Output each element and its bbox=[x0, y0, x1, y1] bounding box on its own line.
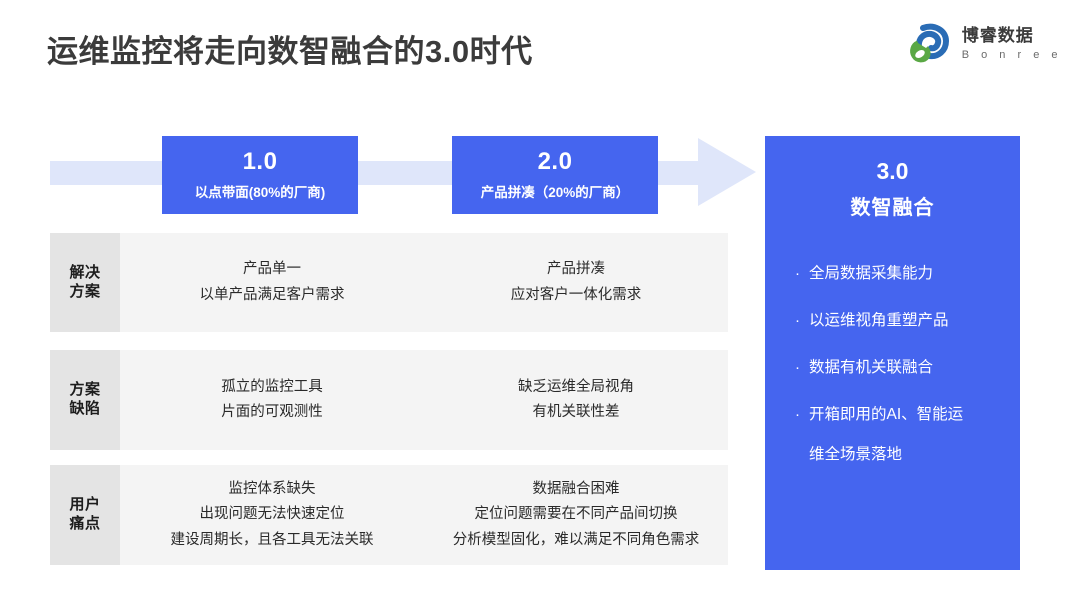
list-item-label: 全局数据采集能力 bbox=[809, 265, 934, 282]
cell-line: 有机关联性差 bbox=[532, 404, 620, 420]
row-cells: 孤立的监控工具 片面的可观测性 缺乏运维全局视角 有机关联性差 bbox=[120, 350, 728, 450]
cell-stage1-solution: 产品单一 以单产品满足客户需求 bbox=[120, 233, 424, 332]
list-item-label: 以运维视角重塑产品 bbox=[809, 312, 949, 330]
list-item: · 全局数据采集能力 bbox=[795, 264, 1004, 284]
stage-1-subtitle: 以点带面(80%的厂商) bbox=[194, 184, 326, 200]
stage-2-number: 2.0 bbox=[537, 148, 573, 176]
cell-stage1-drawback: 孤立的监控工具 片面的可观测性 bbox=[120, 350, 424, 450]
cell-line: 建设周期长，且各工具无法关联 bbox=[170, 531, 374, 548]
bullet-icon: · bbox=[795, 265, 800, 282]
cell-line: 缺乏运维全局视角 bbox=[518, 378, 634, 395]
stage-box-2[interactable]: 2.0 产品拼凑（20%的厂商） bbox=[452, 136, 658, 214]
cell-line: 应对客户一体化需求 bbox=[510, 286, 642, 303]
cell-stage2-solution: 产品拼凑 应对客户一体化需求 bbox=[424, 233, 728, 332]
row-label-painpoint: 用户痛点 bbox=[50, 465, 120, 565]
evolution-arrow-head-icon bbox=[698, 138, 756, 206]
cell-stage2-drawback: 缺乏运维全局视角 有机关联性差 bbox=[424, 350, 728, 450]
row-label-text: 解决方案 bbox=[69, 263, 101, 300]
list-item: · 数据有机关联融合 bbox=[795, 358, 1004, 378]
comparison-row: 方案缺陷 孤立的监控工具 片面的可观测性 缺乏运维全局视角 有机关联性差 bbox=[50, 350, 728, 450]
row-label-text: 方案缺陷 bbox=[69, 381, 101, 417]
list-item: · 开箱即用的AI、智能运 维全场景落地 bbox=[795, 405, 1004, 464]
cell-line: 片面的可观测性 bbox=[221, 404, 323, 420]
stage-box-1[interactable]: 1.0 以点带面(80%的厂商) bbox=[162, 136, 358, 214]
stage-3-feature-list: · 全局数据采集能力 · 以运维视角重塑产品 · 数据有机关联融合 · 开箱即用… bbox=[795, 264, 1004, 492]
page-title: 运维监控将走向数智融合的3.0时代 bbox=[47, 34, 533, 69]
stage-2-subtitle: 产品拼凑（20%的厂商） bbox=[480, 184, 630, 200]
bullet-icon: · bbox=[795, 406, 800, 424]
stage-3-header: 3.0 数智融合 bbox=[765, 158, 1020, 220]
cell-line: 产品拼凑 bbox=[547, 261, 605, 278]
stage-3-subtitle: 数智融合 bbox=[850, 196, 935, 219]
bullet-icon: · bbox=[795, 312, 800, 330]
list-item: · 以运维视角重塑产品 bbox=[795, 311, 1004, 331]
row-cells: 监控体系缺失 出现问题无法快速定位 建设周期长，且各工具无法关联 数据融合困难 … bbox=[120, 465, 728, 565]
cell-stage1-painpoint: 监控体系缺失 出现问题无法快速定位 建设周期长，且各工具无法关联 bbox=[120, 465, 424, 565]
comparison-row: 用户痛点 监控体系缺失 出现问题无法快速定位 建设周期长，且各工具无法关联 数据… bbox=[50, 465, 728, 565]
list-item-line-1: 开箱即用的AI、智能运 bbox=[809, 406, 964, 424]
cell-line: 以单产品满足客户需求 bbox=[199, 286, 345, 303]
comparison-row: 解决方案 产品单一 以单产品满足客户需求 产品拼凑 应对客户一体化需求 bbox=[50, 233, 728, 332]
brand-logo: 博睿数据 B o n r e e bbox=[909, 22, 1062, 66]
cell-line: 定位问题需要在不同产品间切换 bbox=[474, 506, 678, 523]
cell-line: 产品单一 bbox=[243, 261, 301, 278]
cell-line: 出现问题无法快速定位 bbox=[199, 506, 345, 523]
logo-wordmark: 博睿数据 B o n r e e bbox=[962, 27, 1062, 61]
cell-line: 监控体系缺失 bbox=[228, 480, 316, 497]
row-cells: 产品单一 以单产品满足客户需求 产品拼凑 应对客户一体化需求 bbox=[120, 233, 728, 332]
cell-line: 孤立的监控工具 bbox=[221, 378, 323, 395]
logo-name-en: B o n r e e bbox=[961, 49, 1062, 61]
list-item-line-2: 维全场景落地 bbox=[809, 445, 903, 463]
row-label-solution: 解决方案 bbox=[50, 233, 120, 332]
list-item-label: 开箱即用的AI、智能运 维全场景落地 bbox=[809, 405, 1004, 464]
row-label-text: 用户痛点 bbox=[69, 496, 101, 532]
cell-line: 数据融合困难 bbox=[532, 480, 620, 497]
cell-line: 分析模型固化，难以满足不同角色需求 bbox=[452, 531, 700, 548]
stage-1-number: 1.0 bbox=[242, 148, 278, 176]
cell-stage2-painpoint: 数据融合困难 定位问题需要在不同产品间切换 分析模型固化，难以满足不同角色需求 bbox=[424, 465, 728, 565]
stage-panel-3[interactable]: 3.0 数智融合 · 全局数据采集能力 · 以运维视角重塑产品 · 数据有机关联… bbox=[765, 136, 1020, 570]
row-label-drawback: 方案缺陷 bbox=[50, 350, 120, 450]
logo-name-cn: 博睿数据 bbox=[961, 26, 1034, 45]
bonree-logo-icon bbox=[909, 22, 953, 66]
list-item-label: 数据有机关联融合 bbox=[809, 359, 934, 377]
stage-3-number: 3.0 bbox=[876, 158, 909, 184]
bullet-icon: · bbox=[795, 359, 800, 377]
